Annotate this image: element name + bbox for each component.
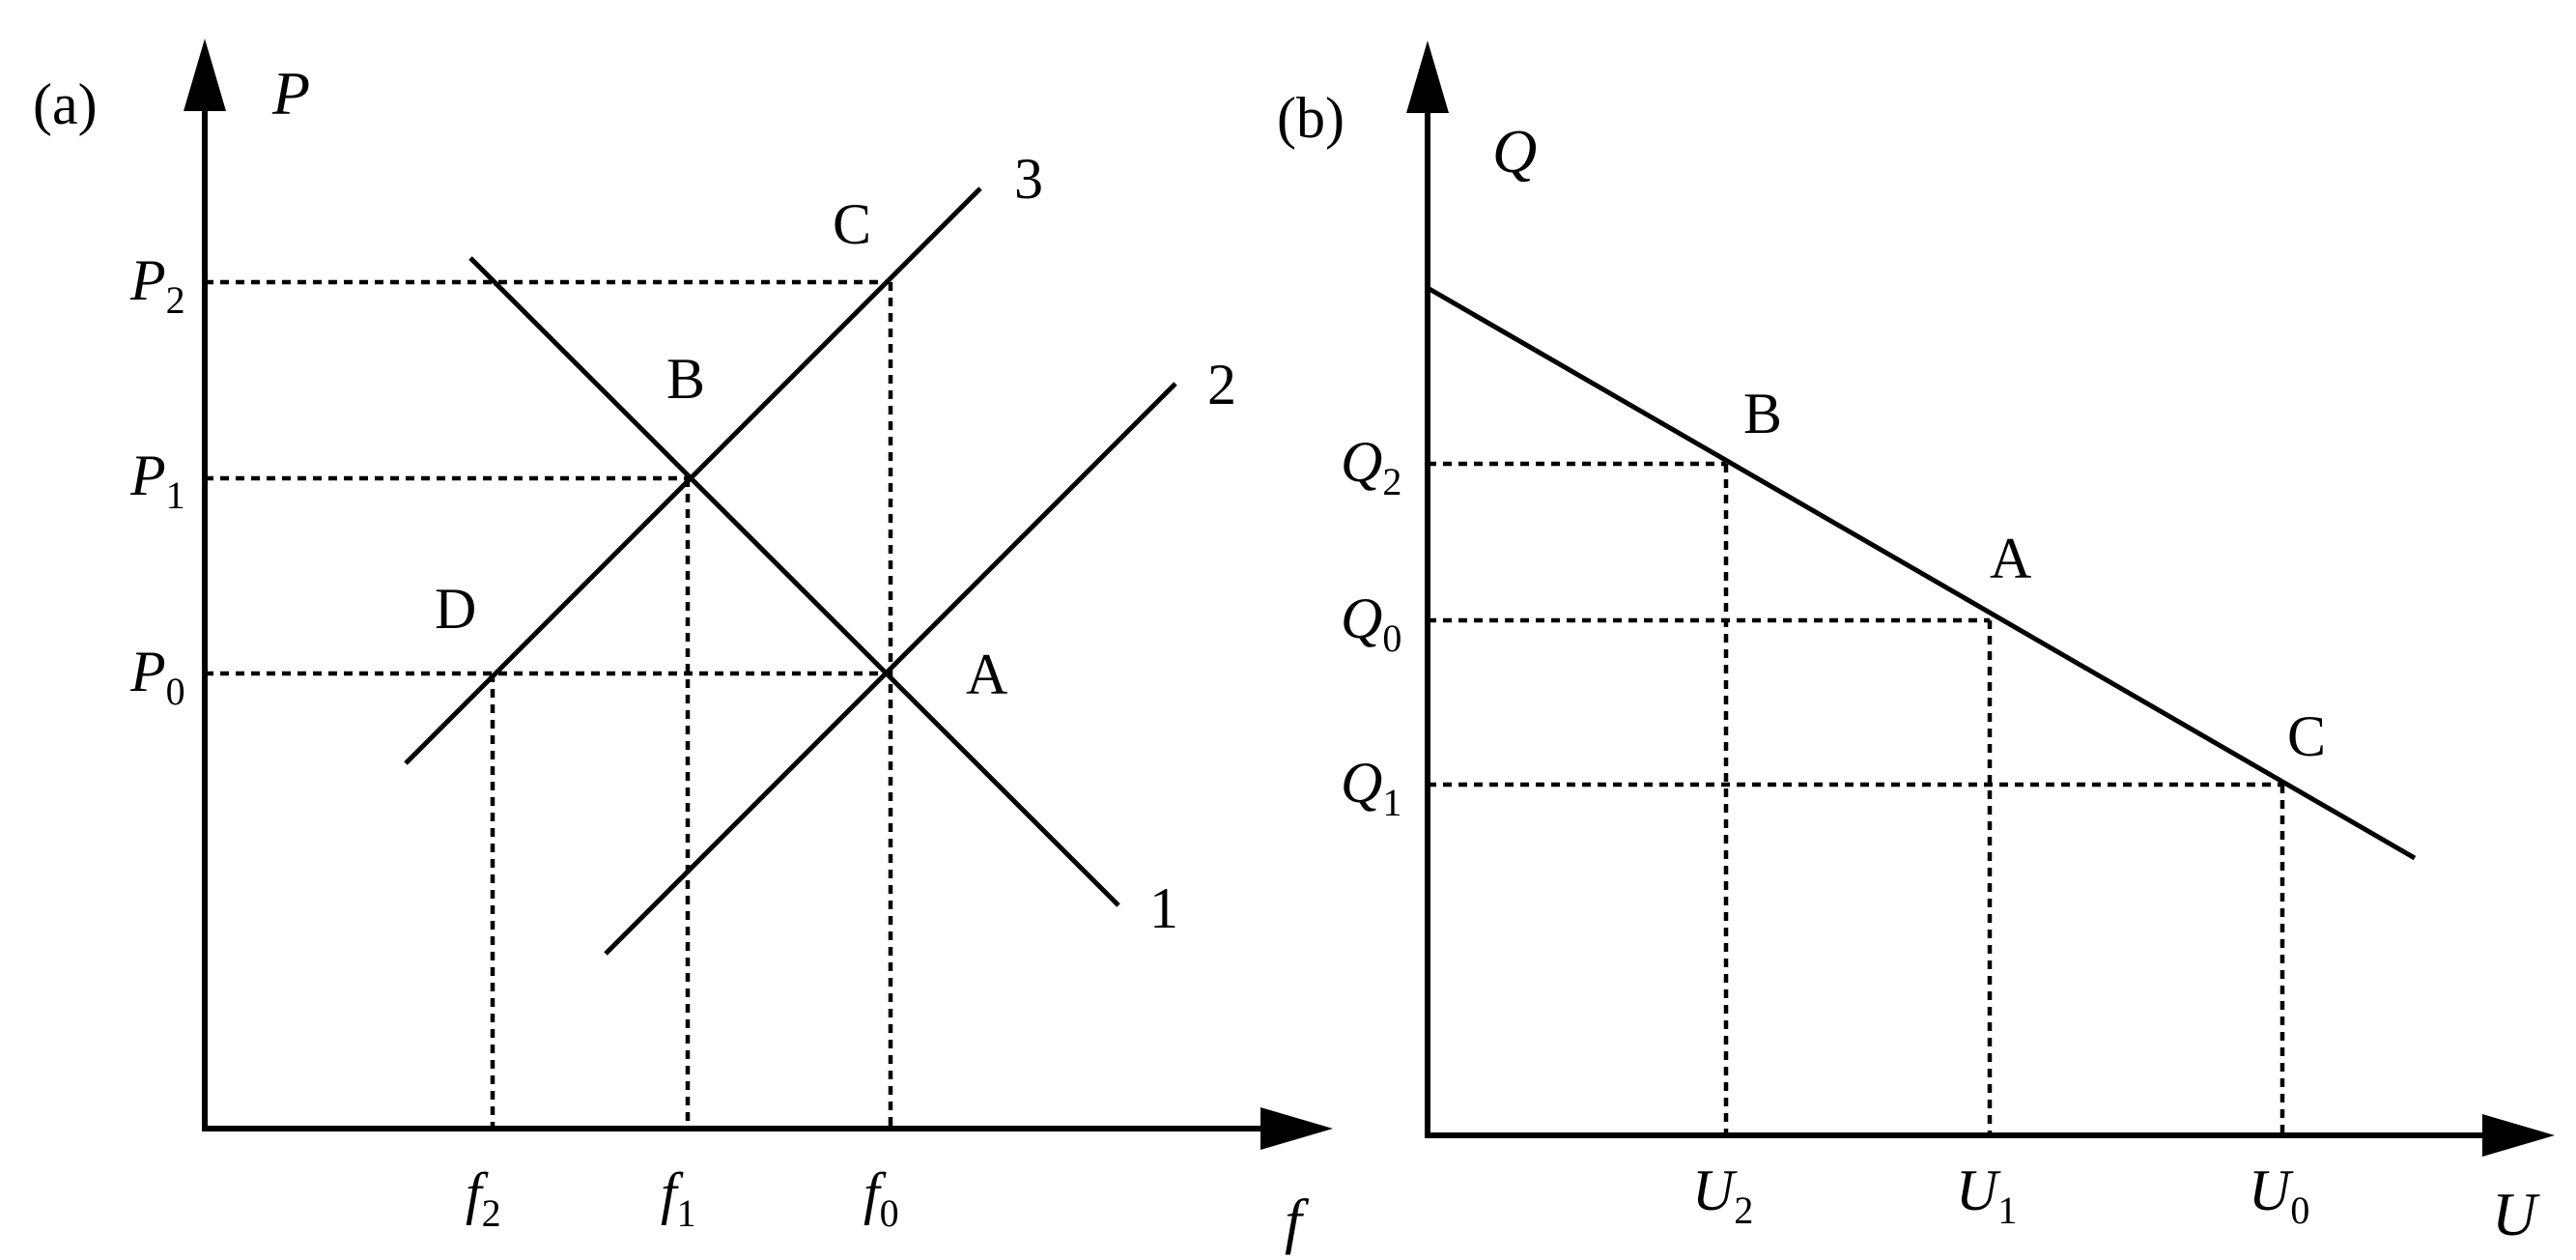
tick-p0: P0 bbox=[129, 640, 185, 713]
curve-1 bbox=[468, 256, 1120, 907]
panel-a-label: (a) bbox=[33, 72, 98, 136]
u-axis-arrow bbox=[2482, 1114, 2555, 1157]
curve-2-label: 2 bbox=[1207, 353, 1236, 416]
point-b-label: B bbox=[666, 347, 705, 411]
curve-3-label: 3 bbox=[1014, 147, 1043, 211]
p-axis-arrow bbox=[184, 39, 226, 111]
qu-line bbox=[1426, 285, 2417, 861]
p-axis-label: P bbox=[271, 59, 310, 128]
q-axis-label: Q bbox=[1492, 117, 1537, 186]
tick-u0: U0 bbox=[2249, 1159, 2309, 1232]
tick-f1: f1 bbox=[661, 1161, 696, 1235]
point-c-label: C bbox=[2287, 704, 2326, 768]
panel-b-label: (b) bbox=[1277, 86, 1345, 150]
tick-f2: f2 bbox=[466, 1161, 501, 1235]
point-c-label: C bbox=[833, 192, 871, 256]
tick-f0: f0 bbox=[863, 1161, 899, 1235]
tick-u2: U2 bbox=[1692, 1159, 1753, 1232]
tick-q0: Q0 bbox=[1341, 587, 1401, 660]
f-axis-label: f bbox=[1285, 1187, 1310, 1255]
q-axis-arrow bbox=[1406, 41, 1449, 113]
tick-p2: P2 bbox=[129, 248, 185, 322]
panel-b: (b) Q U B A C Q2 Q0 Q1 U2 U1 U0 bbox=[1277, 41, 2555, 1248]
point-a-label: A bbox=[966, 643, 1007, 706]
panel-a: (a) P f 1 2 3 A B C D P2 P1 P0 f2 f1 bbox=[33, 39, 1333, 1255]
u-axis-label: U bbox=[2492, 1180, 2540, 1248]
tick-p1: P1 bbox=[129, 444, 185, 517]
tick-q2: Q2 bbox=[1341, 430, 1401, 503]
tick-q1: Q1 bbox=[1341, 751, 1401, 824]
point-b-label: B bbox=[1743, 382, 1782, 445]
tick-u1: U1 bbox=[1956, 1159, 2017, 1232]
curve-1-label: 1 bbox=[1149, 876, 1178, 940]
f-axis-arrow bbox=[1260, 1107, 1333, 1150]
curve-2 bbox=[604, 382, 1177, 956]
curve-3 bbox=[404, 186, 982, 765]
point-a-label: A bbox=[1990, 527, 2031, 590]
point-d-label: D bbox=[435, 577, 476, 641]
